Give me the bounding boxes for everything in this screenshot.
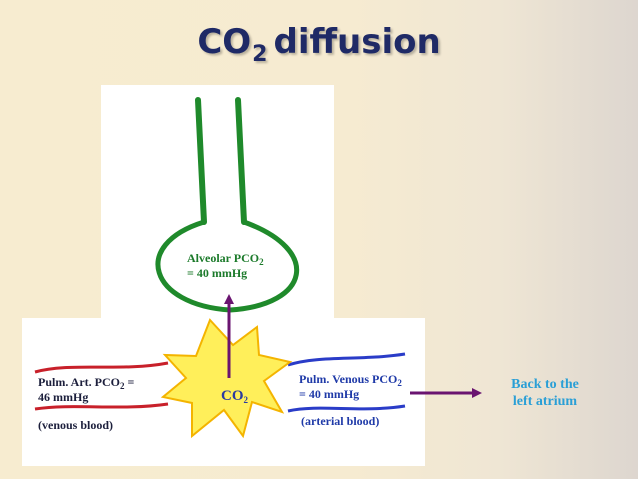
airway-left-wall xyxy=(195,97,207,225)
artery-line-bottom xyxy=(34,402,169,411)
co2-starburst xyxy=(160,318,293,439)
alveolar-pco2-label: Alveolar PCO2 = 40 mmHg xyxy=(187,251,264,280)
vein-line-top xyxy=(287,352,406,367)
artery-line-top xyxy=(34,361,169,374)
pulm-venous-pco2-label: Pulm. Venous PCO2 = 40 mmHg xyxy=(299,372,402,401)
venous-blood-note: (venous blood) xyxy=(38,418,114,432)
pulm-art-pco2-label: Pulm. Art. PCO2 = 46 mmHg xyxy=(38,375,135,404)
airway-right-wall xyxy=(235,97,247,225)
vein-line-bottom xyxy=(287,404,406,413)
left-atrium-label: Back to the left atrium xyxy=(511,377,579,409)
arterial-blood-note: (arterial blood) xyxy=(301,414,380,428)
co2-label: CO2 xyxy=(221,388,248,405)
